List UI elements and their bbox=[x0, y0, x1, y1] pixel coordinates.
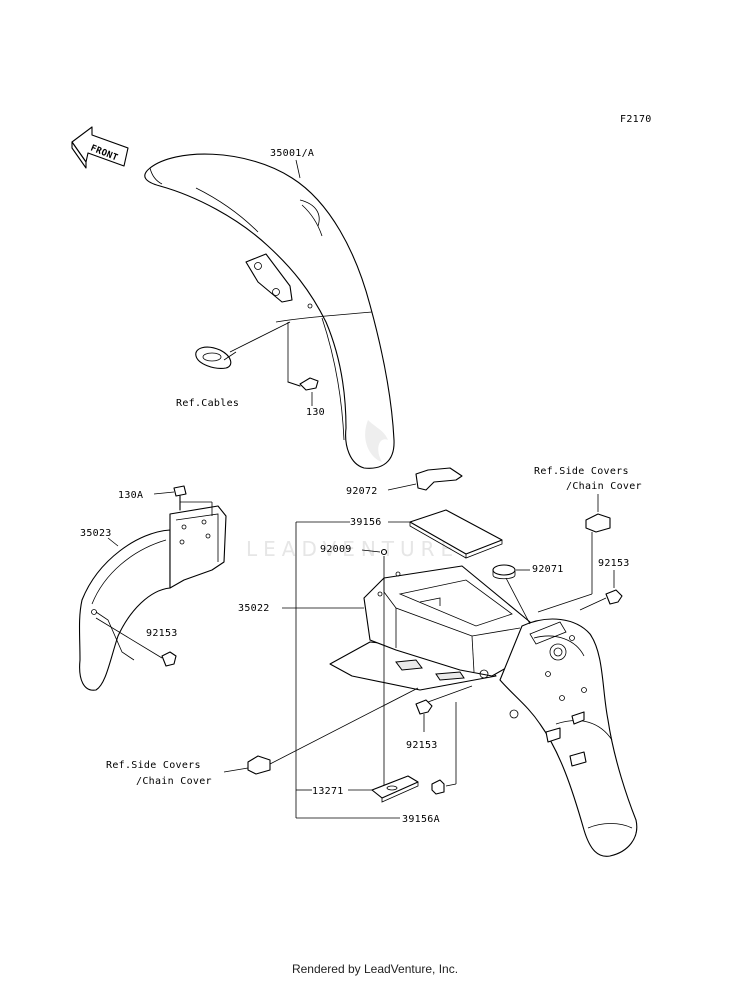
bolt-92153-right bbox=[579, 589, 623, 611]
front-fender bbox=[144, 153, 395, 469]
label-ref-side-covers-bottom-2[interactable]: /Chain Cover bbox=[136, 776, 212, 787]
inner-fender bbox=[78, 505, 227, 691]
pad-39156 bbox=[409, 509, 503, 559]
label-92071: 92071 bbox=[532, 564, 564, 575]
label-35022: 35022 bbox=[238, 603, 270, 614]
bolt-92153-center bbox=[415, 685, 473, 732]
label-ref-side-covers-top-1[interactable]: Ref.Side Covers bbox=[534, 466, 629, 477]
label-92009: 92009 bbox=[320, 544, 352, 555]
label-92072: 92072 bbox=[346, 486, 378, 497]
label-35023: 35023 bbox=[80, 528, 112, 539]
label-13271: 13271 bbox=[312, 786, 344, 797]
watermark: LEADVENTURE bbox=[246, 537, 459, 561]
grommet-92071 bbox=[492, 564, 531, 625]
bolt-92153-left bbox=[95, 617, 177, 667]
label-ref-side-covers-bottom-1[interactable]: Ref.Side Covers bbox=[106, 760, 201, 771]
side-cover-clip-top bbox=[537, 513, 611, 613]
footer-credit: Rendered by LeadVenture, Inc. bbox=[291, 962, 459, 976]
plate-13271 bbox=[371, 775, 419, 803]
side-cover-clip-bottom bbox=[247, 687, 419, 775]
label-130: 130 bbox=[306, 407, 325, 418]
label-ref-cables[interactable]: Ref.Cables bbox=[176, 398, 239, 409]
front-arrow-icon: FRONT bbox=[71, 126, 129, 169]
label-39156a: 39156A bbox=[402, 814, 440, 825]
strap-92072 bbox=[415, 467, 463, 491]
screw-92009 bbox=[380, 548, 388, 790]
label-92153-right: 92153 bbox=[598, 558, 630, 569]
bolt-130 bbox=[287, 322, 319, 391]
label-92153-center: 92153 bbox=[406, 740, 438, 751]
label-39156: 39156 bbox=[350, 517, 382, 528]
bolt-130a bbox=[173, 485, 213, 516]
diagram-code: F2170 bbox=[620, 114, 652, 125]
pad-39156a bbox=[431, 702, 457, 795]
label-92153-left: 92153 bbox=[146, 628, 178, 639]
label-35001a: 35001/A bbox=[270, 148, 314, 159]
label-130a: 130A bbox=[118, 490, 143, 501]
cable-grommet bbox=[195, 346, 237, 369]
label-ref-side-covers-top-2[interactable]: /Chain Cover bbox=[566, 481, 642, 492]
rear-fender-assembly bbox=[329, 565, 638, 857]
